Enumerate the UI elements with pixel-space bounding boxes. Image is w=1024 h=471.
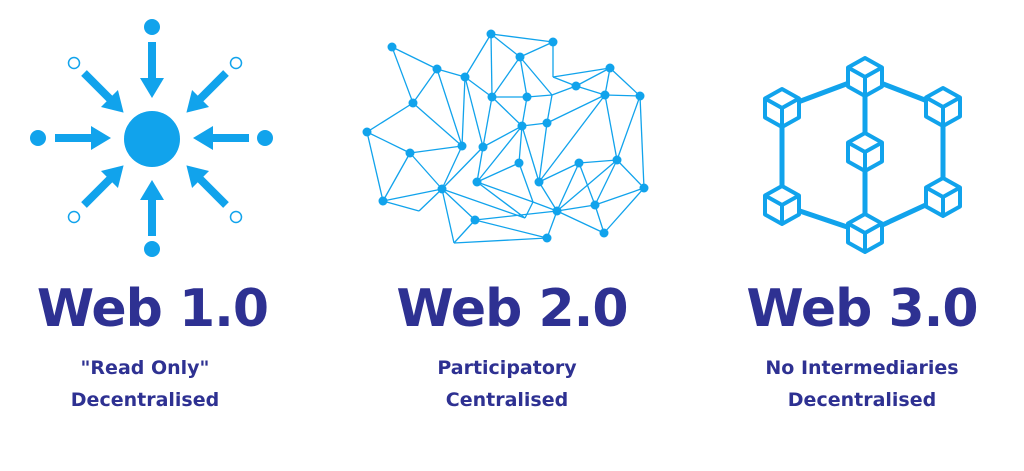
hub-arrows-icon: [30, 19, 273, 257]
mesh-network-icon: [362, 29, 649, 244]
web2-subtitle-line1: Participatory: [437, 357, 577, 379]
web2-subtitle-line2: Centralised: [445, 389, 569, 411]
web3-title: Web 3.0: [746, 279, 978, 339]
column-web3: Web 3.0 No Intermediaries Decentralised: [700, 0, 1024, 471]
web3-subtitle-line2: Decentralised: [787, 389, 937, 411]
web3-subtitle-line1: No Intermediaries: [765, 357, 959, 379]
web1-subtitle-line2: Decentralised: [70, 389, 220, 411]
web1-title: Web 1.0: [36, 279, 269, 339]
web1-subtitle-line1: "Read Only": [80, 357, 210, 379]
column-web1: Web 1.0 "Read Only" Decentralised: [0, 0, 310, 471]
web2-title: Web 2.0: [396, 279, 628, 339]
blockchain-cubes-icon: [763, 56, 962, 254]
